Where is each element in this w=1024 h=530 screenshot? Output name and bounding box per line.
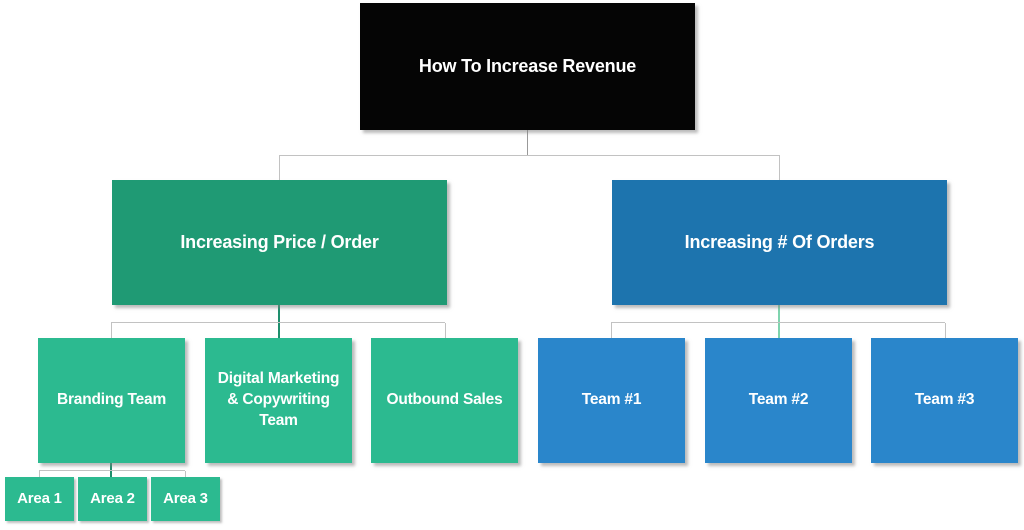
node-label: Team #1 xyxy=(581,391,642,409)
connector-team3-drop xyxy=(945,323,946,338)
connector-left-children-bracket xyxy=(111,322,445,323)
node-how-to-increase-revenue: How To Increase Revenue xyxy=(360,3,695,130)
node-label: Outbound Sales xyxy=(386,391,503,409)
node-outbound-sales: Outbound Sales xyxy=(371,338,518,463)
node-label: Area 2 xyxy=(90,489,135,507)
connector-area1-drop xyxy=(39,471,40,477)
connector-team1-drop xyxy=(611,323,612,338)
node-label: Area 3 xyxy=(163,489,208,507)
node-team-3: Team #3 xyxy=(871,338,1018,463)
node-area-1: Area 1 xyxy=(5,477,74,521)
node-team-1: Team #1 xyxy=(538,338,685,463)
node-increasing-price-order: Increasing Price / Order xyxy=(112,180,447,305)
node-branding-team: Branding Team xyxy=(38,338,185,463)
connector-branding-drop xyxy=(111,323,112,338)
connector-right-branch-drop xyxy=(779,156,780,180)
node-label: Increasing # Of Orders xyxy=(684,232,875,253)
node-area-2: Area 2 xyxy=(78,477,147,521)
connector-areas-bracket xyxy=(39,470,185,471)
node-label: Branding Team xyxy=(56,391,167,409)
node-increasing-number-of-orders: Increasing # Of Orders xyxy=(612,180,947,305)
node-label: Digital Marketing & Copywriting Team xyxy=(217,370,340,429)
node-label: Team #2 xyxy=(748,391,809,409)
connector-right-children-bracket xyxy=(611,322,945,323)
node-label: Team #3 xyxy=(914,391,975,409)
connector-area3-drop xyxy=(185,471,186,477)
connector-left-branch-stem xyxy=(278,305,280,338)
connector-outbound-drop xyxy=(445,323,446,338)
node-label: How To Increase Revenue xyxy=(418,56,637,77)
connector-left-branch-drop xyxy=(279,156,280,180)
node-team-2: Team #2 xyxy=(705,338,852,463)
connector-root-stem xyxy=(527,130,528,156)
node-label: Increasing Price / Order xyxy=(180,232,379,253)
node-label: Area 1 xyxy=(17,489,62,507)
node-digital-marketing-copywriting-team: Digital Marketing & Copywriting Team xyxy=(205,338,352,463)
connector-level1-bracket xyxy=(279,155,780,156)
connector-right-branch-stem xyxy=(778,305,780,338)
node-area-3: Area 3 xyxy=(151,477,220,521)
